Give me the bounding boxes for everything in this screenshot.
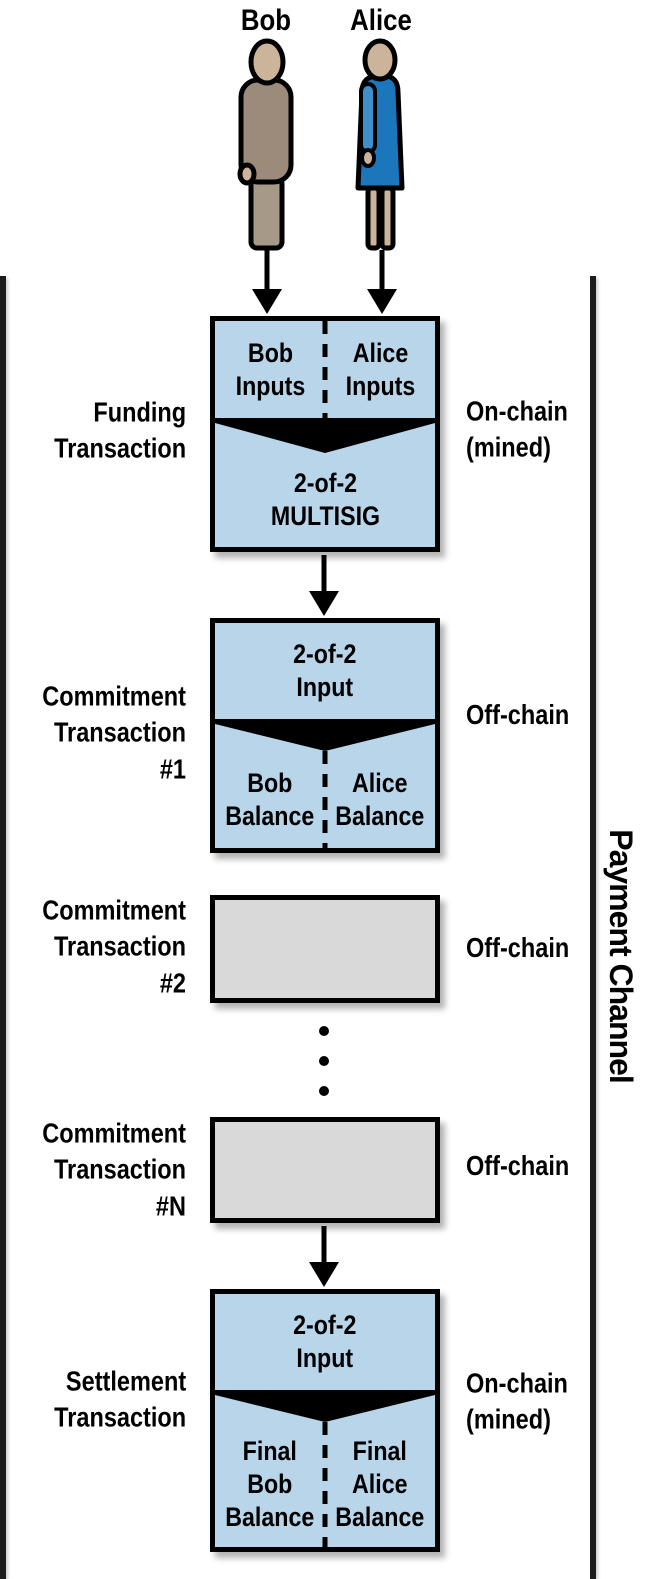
inputs-dashed-divider — [322, 321, 328, 418]
alice-to-funding-arrow-icon — [367, 250, 397, 314]
ellipsis-dots-icon — [319, 1026, 329, 1116]
funding-to-commitment1-arrow-icon — [309, 555, 339, 616]
alice-inputs-label: Alice Inputs — [345, 337, 415, 401]
settlement-transaction-box: 2-of-2 Input Final Bob Balance Final Ali… — [210, 1289, 440, 1552]
alice-inputs-cell: Alice Inputs — [325, 321, 435, 418]
channel-right-bar — [590, 276, 596, 1579]
funding-onchain-label: On-chain (mined) — [466, 395, 568, 463]
alice-balance-cell: Alice Balance — [325, 751, 435, 848]
commitment1-input-label: 2-of-2 Input — [293, 639, 357, 702]
bob-inputs-label: Bob Inputs — [235, 337, 305, 401]
alice-balance-label: Alice Balance — [335, 767, 425, 831]
alice-figure-icon — [355, 38, 405, 251]
funding-transaction-box: Bob Inputs Alice Inputs 2-of-2 MULTISIG — [210, 316, 440, 552]
settlement-transaction-label: Settlement Transaction — [53, 1365, 186, 1433]
alice-label: Alice — [350, 4, 412, 37]
commitmentN-offchain-label: Off-chain — [466, 1149, 570, 1181]
bob-label: Bob — [240, 4, 292, 37]
commitment-transaction-1-box: 2-of-2 Input Bob Balance Alice Balance — [210, 618, 440, 853]
settlement-input-label: 2-of-2 Input — [293, 1310, 357, 1373]
commitment2-offchain-label: Off-chain — [466, 931, 570, 963]
bob-balance-label: Bob Balance — [225, 767, 315, 831]
bob-inputs-cell: Bob Inputs — [215, 321, 325, 418]
commitment1-funnel-icon — [215, 724, 435, 751]
multisig-output-label: 2-of-2 MULTISIG — [270, 468, 380, 531]
bob-balance-cell: Bob Balance — [215, 751, 325, 848]
commitment-transaction-1-label: Commitment Transaction #1 — [42, 680, 187, 785]
channel-left-bar — [0, 276, 6, 1579]
commitmentN-to-settlement-arrow-icon — [309, 1226, 339, 1287]
commitment1-offchain-label: Off-chain — [466, 698, 570, 730]
commitment-transaction-2-label: Commitment Transaction #2 — [42, 894, 187, 999]
settlement-funnel-icon — [215, 1395, 435, 1422]
bob-figure-icon — [237, 38, 294, 251]
payment-channel-label: Payment Channel — [603, 829, 639, 1083]
final-bob-balance-cell: Final Bob Balance — [215, 1422, 325, 1547]
final-bob-balance-label: Final Bob Balance — [225, 1436, 315, 1532]
funding-transaction-label: Funding Transaction — [53, 396, 186, 464]
funding-funnel-icon — [215, 423, 435, 453]
commitment-transaction-n-label: Commitment Transaction #N — [42, 1117, 187, 1222]
final-alice-balance-cell: Final Alice Balance — [325, 1422, 435, 1547]
commitment-transaction-2-box — [210, 895, 440, 1003]
final-alice-balance-label: Final Alice Balance — [335, 1436, 425, 1532]
commitment-transaction-n-box — [210, 1117, 440, 1223]
balance-dashed-divider — [322, 751, 328, 848]
final-balance-dashed-divider — [322, 1422, 328, 1547]
settlement-onchain-label: On-chain (mined) — [466, 1367, 568, 1435]
bob-to-funding-arrow-icon — [252, 250, 282, 314]
